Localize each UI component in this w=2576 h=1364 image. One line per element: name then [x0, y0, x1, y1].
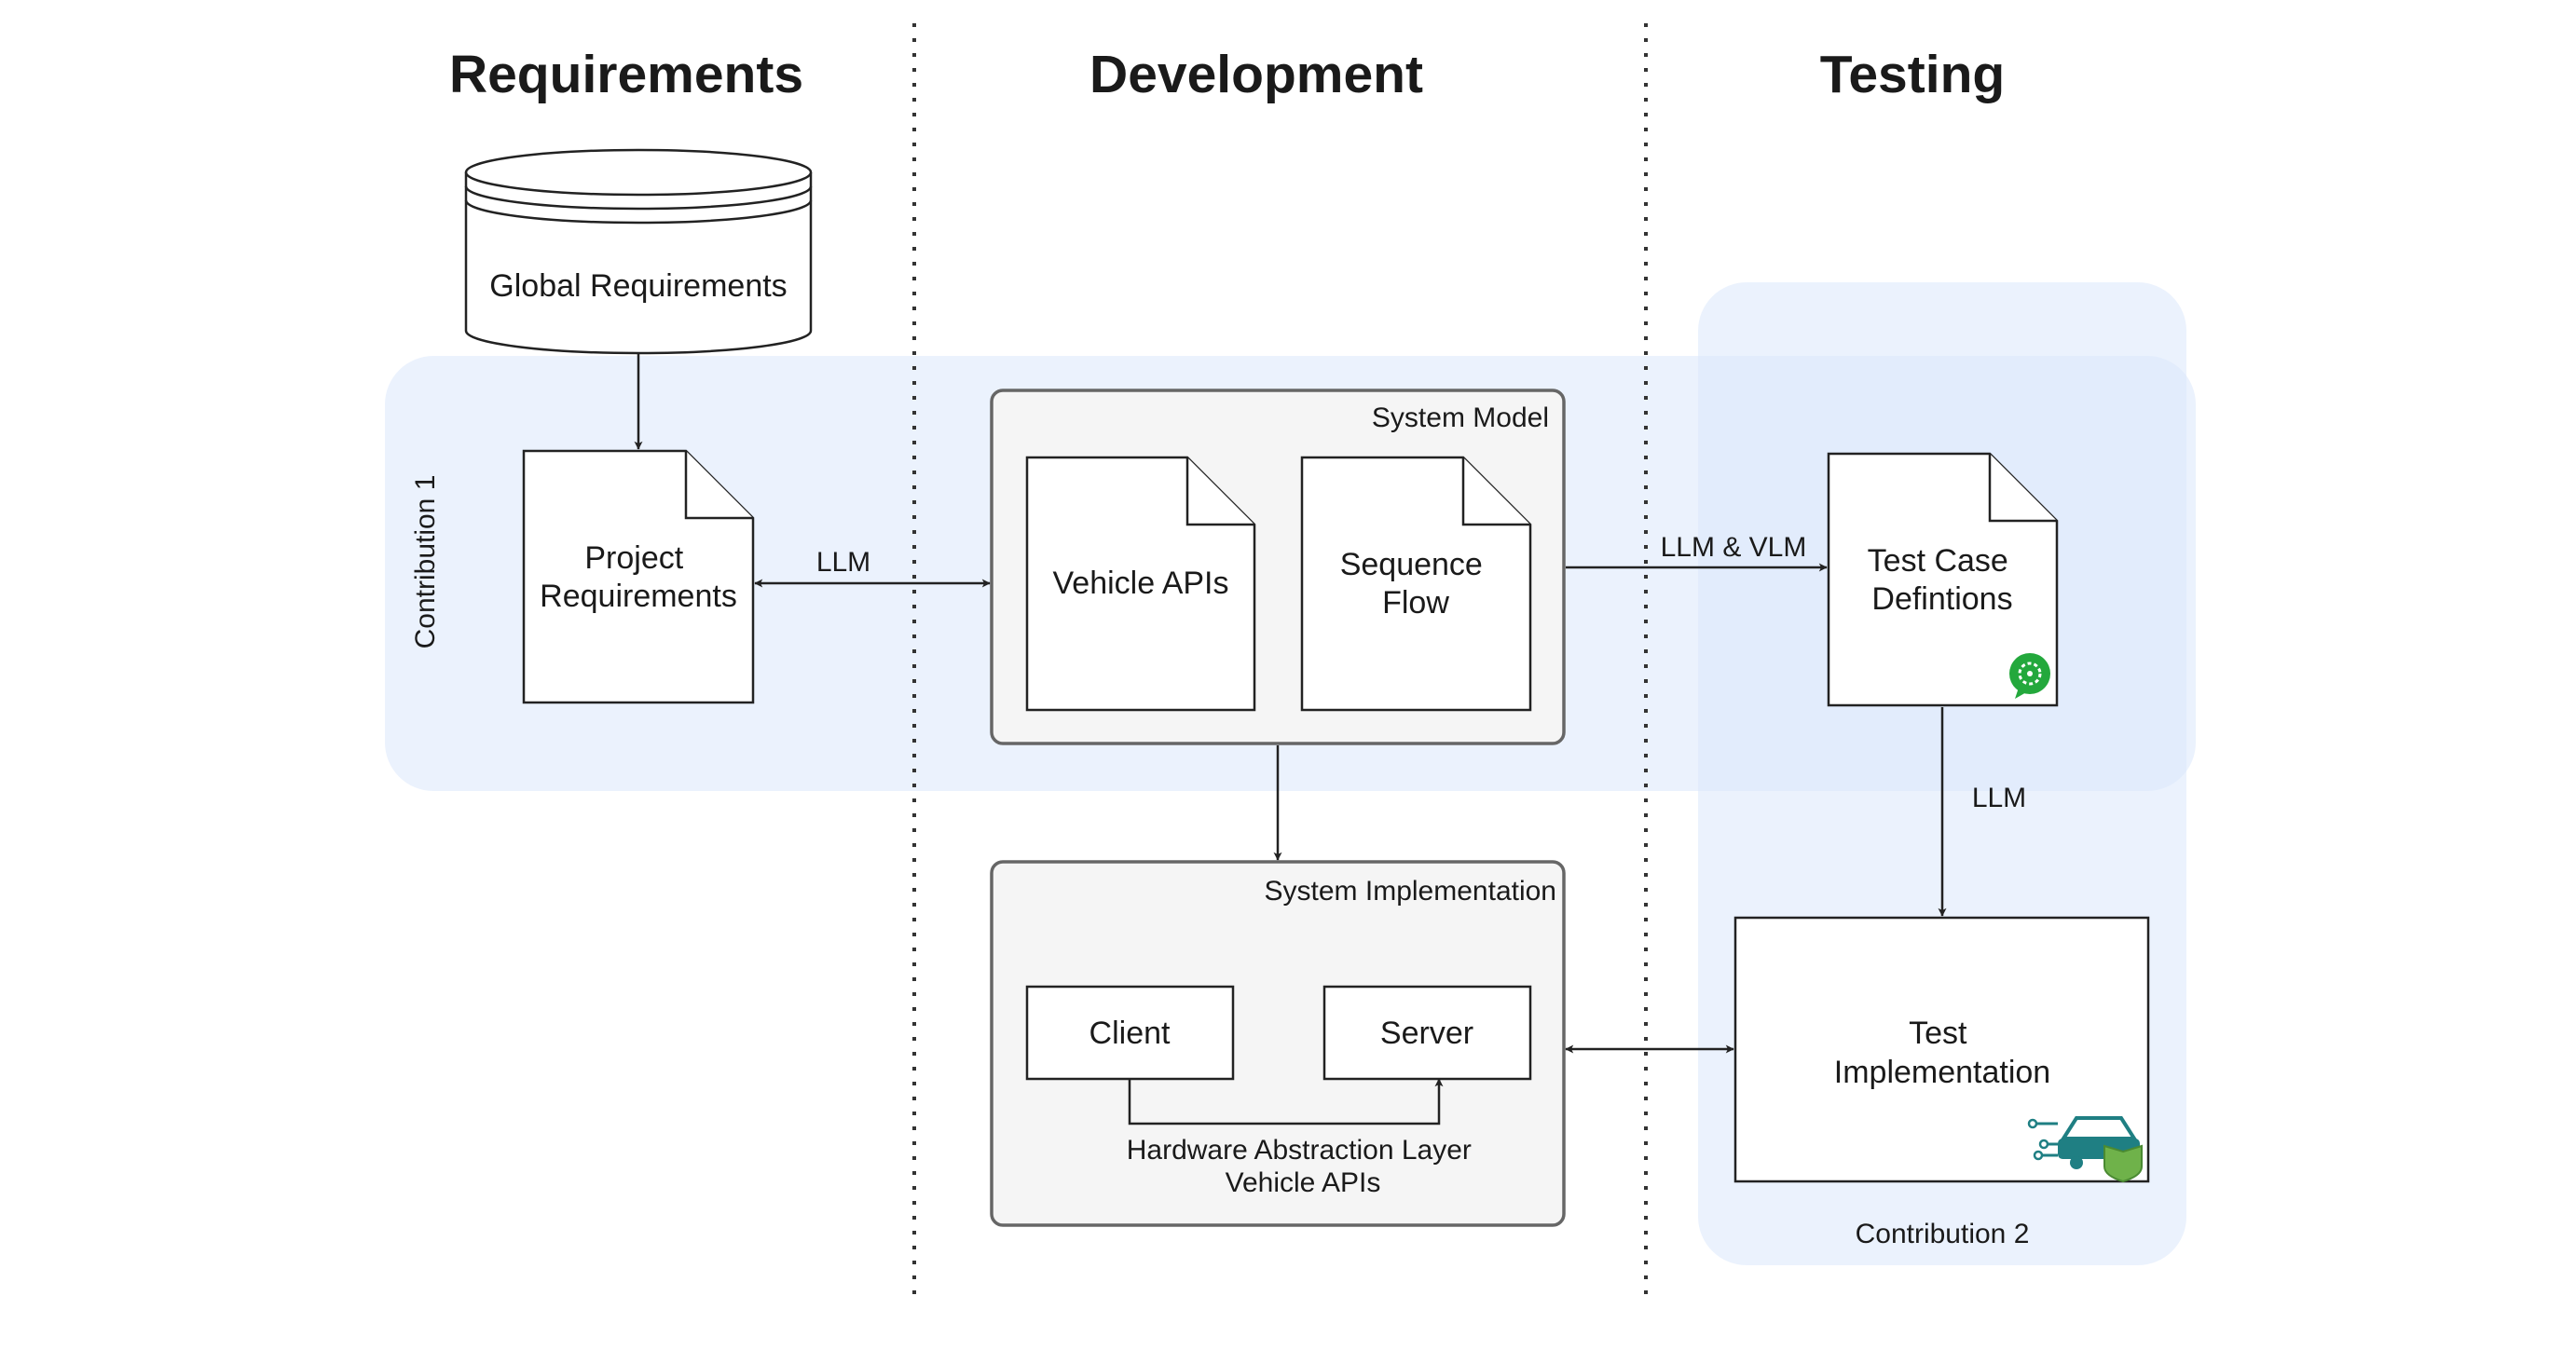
- system-implementation-label: System Implementation: [1265, 876, 1556, 907]
- llm-edge-label-down: LLM: [1972, 783, 2026, 813]
- test-case-definitions-document[interactable]: Test Case Defintions: [1827, 452, 2059, 707]
- system-implementation-container[interactable]: System Implementation: [990, 860, 1566, 1227]
- hal-caption-line-1: Hardware Abstraction Layer: [1127, 1135, 1472, 1166]
- vehicle-circuit-icon: [2027, 1116, 2143, 1183]
- server-box[interactable]: Server: [1322, 985, 1532, 1081]
- cucumber-icon: [2009, 653, 2050, 699]
- project-requirements-label: Project Requirements: [540, 540, 737, 614]
- project-requirements-line-1: Project: [584, 540, 683, 576]
- column-heading-development: Development: [1089, 45, 1423, 104]
- llm-vlm-edge-label: LLM & VLM: [1661, 532, 1807, 563]
- global-requirements-label: Global Requirements: [489, 268, 787, 304]
- llm-edge-label-left: LLM: [816, 547, 870, 578]
- global-requirements-database[interactable]: Global Requirements: [464, 148, 813, 355]
- project-requirements-line-2: Requirements: [540, 579, 737, 614]
- project-requirements-document[interactable]: Project Requirements: [522, 449, 755, 704]
- hal-caption: Hardware Abstraction Layer Vehicle APIs: [1127, 1135, 1480, 1198]
- test-case-definitions-line-1: Test Case: [1868, 543, 2008, 579]
- client-label: Client: [1089, 1016, 1171, 1051]
- test-implementation-label: Test Implementation: [1834, 1016, 2050, 1090]
- contribution-1-label: Contribution 1: [410, 475, 441, 649]
- test-implementation-line-1: Test: [1909, 1016, 1967, 1051]
- vehicle-apis-label: Vehicle APIs: [1052, 566, 1228, 601]
- hal-caption-line-2: Vehicle APIs: [1226, 1167, 1381, 1198]
- sequence-flow-line-2: Flow: [1382, 585, 1449, 621]
- sequence-flow-document[interactable]: Sequence Flow: [1300, 456, 1532, 712]
- system-model-label: System Model: [1372, 402, 1549, 433]
- client-box[interactable]: Client: [1025, 985, 1235, 1081]
- test-implementation-line-2: Implementation: [1834, 1055, 2050, 1090]
- server-label: Server: [1380, 1016, 1473, 1051]
- test-implementation-box[interactable]: Test Implementation: [1733, 916, 2150, 1183]
- sequence-flow-label: Sequence Flow: [1340, 547, 1492, 621]
- test-case-definitions-line-2: Defintions: [1871, 581, 2012, 617]
- sequence-flow-line-1: Sequence: [1340, 547, 1483, 582]
- column-heading-testing: Testing: [1820, 45, 2005, 104]
- test-case-definitions-label: Test Case Defintions: [1868, 543, 2018, 617]
- vehicle-apis-document[interactable]: Vehicle APIs: [1025, 456, 1256, 712]
- client-server-edge: [1128, 1078, 1444, 1125]
- contribution-2-label: Contribution 2: [1856, 1219, 2030, 1249]
- column-heading-requirements: Requirements: [449, 45, 803, 104]
